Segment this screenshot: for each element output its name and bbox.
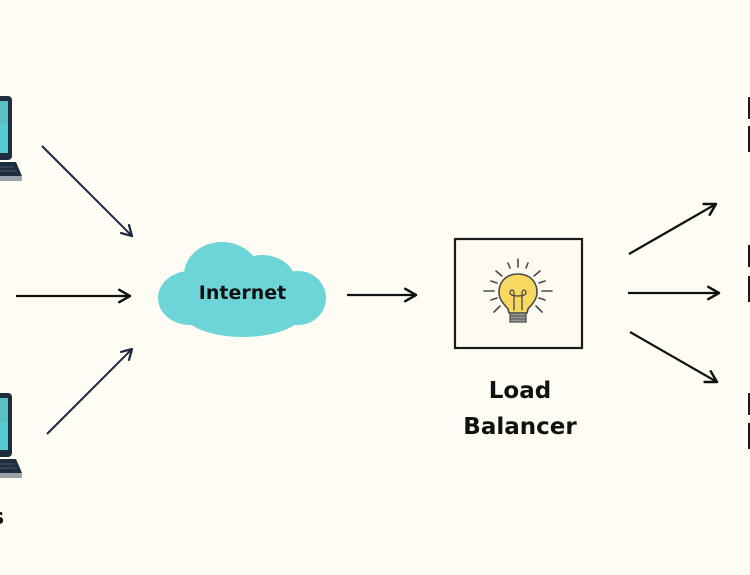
arrow-client-bottom-to-internet (46, 347, 134, 435)
cloud-icon (158, 242, 326, 337)
clients-label: s (0, 505, 4, 530)
internet-label: Internet (198, 282, 287, 304)
server-icon (748, 393, 750, 449)
lightbulb-icon (483, 258, 553, 323)
arrow-load-balancer-to-server-top (628, 202, 718, 255)
laptop-icon (0, 393, 22, 478)
load-balancer-label-line2: Balancer (463, 414, 577, 440)
arrow-client-top-to-internet (41, 145, 134, 238)
load-balancer-label-line1: Load (488, 378, 552, 404)
laptop-icon (0, 96, 22, 181)
server-icon (748, 245, 750, 302)
load-balancer-label: Load Balancer (440, 373, 600, 445)
arrow-load-balancer-to-server-bottom (629, 331, 719, 384)
server-icon (748, 97, 750, 152)
